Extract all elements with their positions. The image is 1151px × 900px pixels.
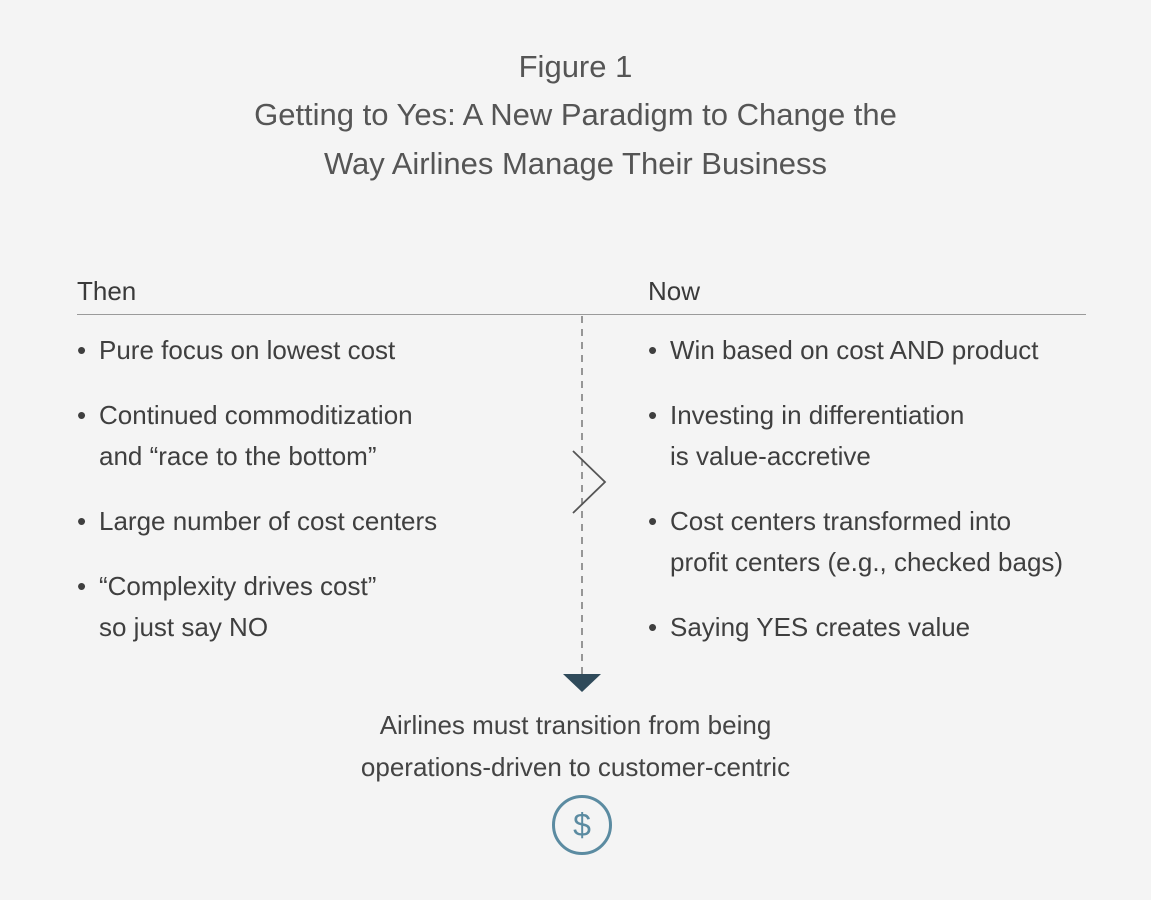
then-item-text: Pure focus on lowest cost	[99, 335, 396, 365]
then-item: • Large number of cost centers	[77, 501, 547, 542]
bullet: •	[77, 506, 87, 536]
then-item: • Pure focus on lowest cost	[77, 330, 547, 371]
now-item: • Cost centers transformed into profit ce…	[648, 501, 1118, 583]
transition-arrow	[563, 316, 607, 692]
now-item: • Win based on cost AND product	[648, 330, 1118, 371]
now-heading: Now	[648, 276, 701, 306]
bullet: •	[648, 612, 658, 642]
now-item: • Saying YES creates value	[648, 607, 1118, 648]
now-item: • Investing in differentiation is value-a…	[648, 395, 1118, 477]
bullet: •	[77, 335, 87, 365]
chevron-right-icon	[572, 450, 607, 514]
figure-title-line-2: Way Airlines Manage Their Business	[323, 146, 828, 181]
header-divider	[77, 314, 1086, 315]
then-item-text: Continued commoditization and “race to t…	[99, 400, 413, 471]
now-item-text: Win based on cost AND product	[670, 335, 1039, 365]
then-item-text: Large number of cost centers	[99, 506, 438, 536]
now-list: • Win based on cost AND product • Investin…	[648, 330, 1118, 648]
bullet: •	[648, 400, 658, 430]
dollar-icon: $	[552, 795, 612, 855]
bullet: •	[648, 335, 658, 365]
bullet: •	[77, 571, 87, 601]
now-item-text: Cost centers transformed into profit cen…	[670, 506, 1064, 577]
then-list: • Pure focus on lowest cost • Continued co…	[77, 330, 547, 648]
then-heading: Then	[77, 276, 137, 306]
figure-title-line-1: Getting to Yes: A New Paradigm to Change…	[254, 97, 897, 132]
conclusion-text: Airlines must transition from being oper…	[360, 710, 791, 782]
then-item: • Continued commoditization and “race to …	[77, 395, 547, 477]
now-item-text: Saying YES creates value	[670, 612, 971, 642]
figure-label: Figure 1	[518, 49, 633, 84]
arrow-down-icon	[563, 674, 601, 692]
bullet: •	[648, 506, 658, 536]
figure-title-block: Figure 1 Getting to Yes: A New Paradigm …	[0, 44, 1151, 188]
then-item-text: “Complexity drives cost” so just say NO	[99, 571, 377, 642]
bullet: •	[77, 400, 87, 430]
then-item: • “Complexity drives cost” so just say NO	[77, 566, 547, 648]
now-item-text: Investing in differentiation is value-ac…	[670, 400, 965, 471]
